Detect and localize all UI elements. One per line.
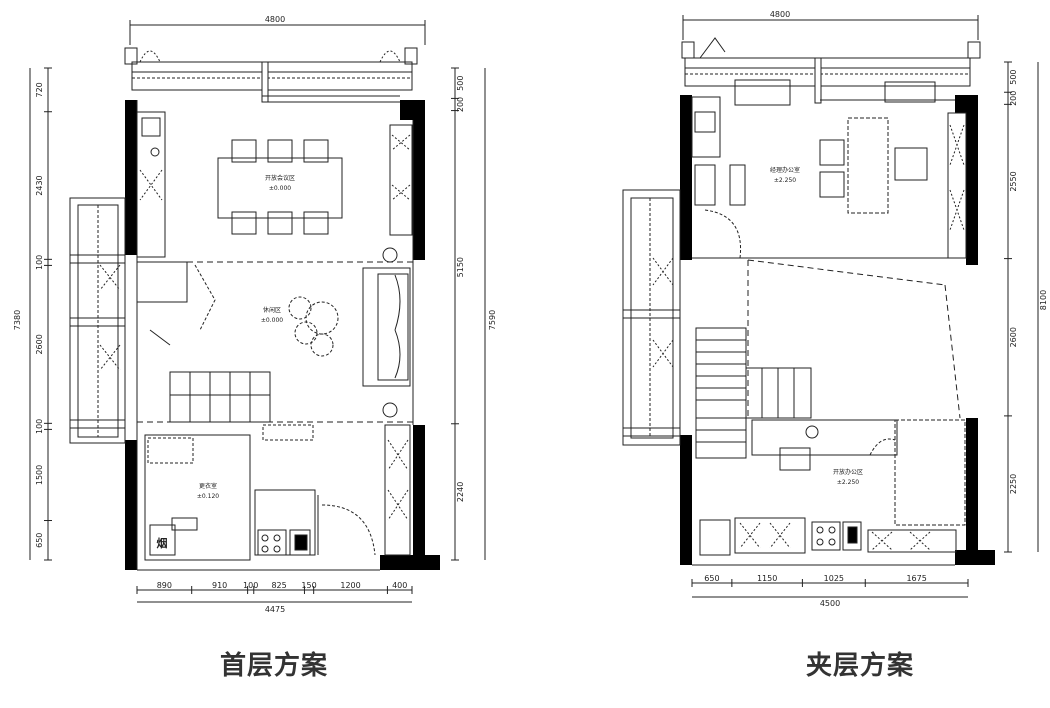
window-bay-2	[681, 37, 981, 106]
room-name-manager: 经理办公室	[770, 166, 800, 174]
room-name-leisure: 休闲区	[263, 306, 281, 314]
dim-label: 150	[301, 581, 316, 590]
left-dimensions: 720 2430 100 2600 100 1500 650 7380	[13, 67, 52, 561]
right-total-label: 7590	[488, 310, 497, 330]
changing-room: 烟	[144, 434, 251, 561]
window-bay	[124, 47, 418, 103]
bottom-total-label: 4475	[265, 605, 285, 614]
walls	[125, 100, 440, 570]
plan-ground-floor: 4800	[13, 15, 497, 614]
dim-label: 720	[35, 82, 44, 97]
left-total-label: 7380	[13, 310, 22, 330]
dim-label: 200	[1009, 91, 1018, 106]
sofa	[362, 247, 411, 418]
room-level-leisure: ±0.000	[261, 317, 283, 324]
dim-label: 650	[704, 574, 719, 583]
dim-label: 400	[392, 581, 407, 590]
room-level-conference: ±0.000	[269, 185, 291, 192]
caption-ground-floor: 首层方案	[220, 650, 329, 680]
top-dimension: 4800	[129, 15, 426, 45]
dim-label: 1675	[906, 574, 926, 583]
round-table	[288, 296, 339, 357]
room-name-open-office: 开放办公区	[833, 468, 863, 476]
dim-label: 1500	[35, 465, 44, 485]
left-kitchen-column	[136, 111, 166, 258]
dim-label: 2550	[1009, 171, 1018, 191]
bottom-dimensions: 890 910 100 825 150 1200 400 4475	[136, 581, 413, 614]
room-level-open-office: ±2.250	[837, 479, 859, 486]
dim-label: 100	[35, 255, 44, 270]
plan-mezzanine: 4800	[622, 10, 1048, 608]
caption-mezzanine: 夹层方案	[806, 650, 915, 680]
dim-label: 500	[456, 76, 465, 91]
dim-label: 650	[35, 533, 44, 548]
left-balcony	[69, 197, 126, 444]
top-dim-label: 4800	[265, 15, 285, 24]
void-area	[747, 259, 961, 419]
dim-label: 2600	[35, 334, 44, 354]
room-labels: 开放会议区 ±0.000 休闲区 ±0.000 更衣室 ±0.120	[197, 174, 295, 500]
right-total-label-2: 8100	[1039, 290, 1048, 310]
room-name-changing: 更衣室	[199, 482, 217, 490]
dim-label: 2600	[1009, 327, 1018, 347]
dim-label: 200	[456, 97, 465, 112]
walls-2	[680, 95, 995, 565]
left-balcony-2	[622, 189, 681, 446]
dim-label: 910	[212, 581, 227, 590]
room-level-manager: ±2.250	[774, 177, 796, 184]
room-name-conference: 开放会议区	[265, 174, 295, 182]
dim-label: 2430	[35, 175, 44, 195]
dim-label: 1025	[824, 574, 844, 583]
dim-label: 100	[35, 419, 44, 434]
room-level-changing: ±0.120	[197, 493, 219, 500]
bottom-total-label-2: 4500	[820, 599, 840, 608]
dim-label: 1150	[757, 574, 777, 583]
open-office	[699, 419, 966, 556]
right-dimensions: 500 200 5150 2240 7590	[451, 67, 497, 561]
dim-label: 1200	[340, 581, 360, 590]
dim-label: 100	[243, 581, 258, 590]
dim-label: 2240	[456, 482, 465, 502]
bottom-dimensions-2: 650 1150 1025 1675 4500	[691, 574, 969, 608]
right-dimensions-2: 500 200 2550 2600 2250 8100	[1004, 61, 1048, 553]
dim-label: 500	[1009, 69, 1018, 84]
top-dimension-2: 4800	[682, 10, 979, 40]
dim-label: 2250	[1009, 474, 1018, 494]
dim-label: 5150	[456, 257, 465, 277]
dim-label: 890	[157, 581, 172, 590]
right-cabinets	[384, 124, 413, 556]
room-labels-2: 经理办公室 ±2.250 开放办公区 ±2.250	[770, 166, 863, 486]
dim-label: 825	[271, 581, 286, 590]
bathroom-block	[254, 424, 376, 556]
top-dim-label-2: 4800	[770, 10, 790, 19]
plan1-mark: 烟	[157, 536, 168, 550]
manager-office	[691, 96, 967, 259]
conference-table	[217, 139, 343, 235]
staircase	[136, 261, 271, 423]
staircase-2	[695, 327, 812, 459]
